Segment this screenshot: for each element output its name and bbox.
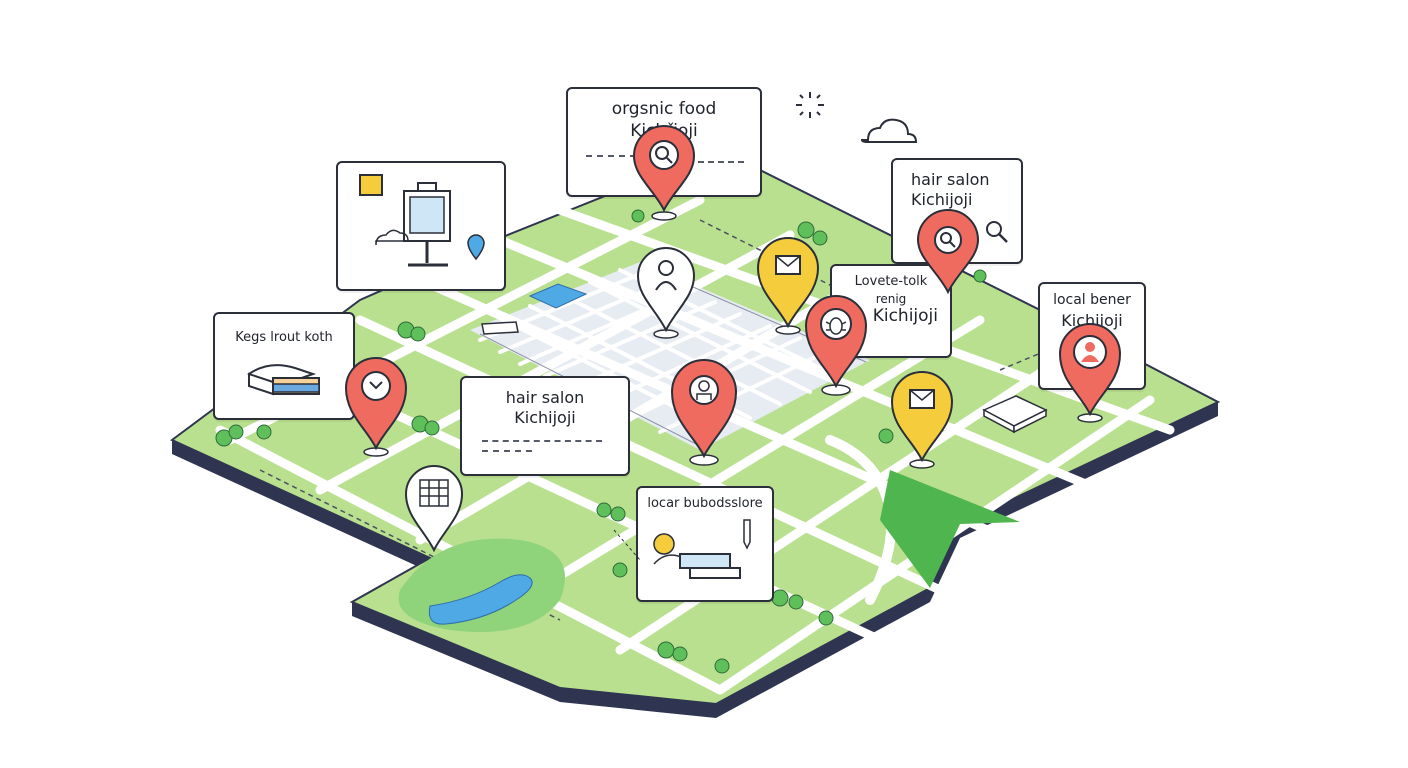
downtown-grid (470, 262, 870, 450)
divider (586, 155, 636, 157)
building-block (481, 321, 1048, 434)
card-local-barber[interactable]: local bener Kichijoji (1038, 282, 1146, 390)
card-subtitle: Kichijoji (514, 408, 576, 427)
magnifier-icon (986, 221, 1008, 243)
divider (482, 450, 532, 452)
divider (482, 440, 602, 442)
pond (528, 283, 588, 309)
lake-water (428, 574, 533, 625)
card-title: orgsnic food (611, 99, 717, 119)
divider (698, 161, 744, 163)
dark-green-lot (880, 470, 1020, 588)
card-title: hair salon (911, 170, 990, 189)
map-base-edge (172, 402, 1218, 718)
sparkle-icon (796, 92, 824, 118)
card-subtitle: Kichřjoji (630, 121, 698, 141)
card-title: hair salon (505, 388, 585, 407)
card-subtitle: Kichijoji (1061, 311, 1123, 330)
bookstore-icon (653, 519, 751, 579)
card-title: Lovete-tolk (854, 274, 928, 289)
card-subtitle: renig (875, 292, 907, 306)
card-title: Kegs lrout koth (235, 330, 333, 345)
card-hair-salon-center[interactable]: hair salon Kichijoji (460, 376, 630, 476)
card-kiosk-illustration (336, 161, 506, 291)
book-stack-icon (247, 364, 320, 396)
card-subtitle: Kichijoji (911, 190, 973, 209)
card-organic-food[interactable]: orgsnic food Kichřjoji (566, 87, 762, 197)
card-title: local bener (1053, 292, 1131, 308)
card-title: locar bubodsslore (647, 496, 763, 511)
card-local-bookstore[interactable]: locar bubodsslore (636, 486, 774, 602)
card-hair-salon-right[interactable]: hair salon Kichijoji (891, 158, 1023, 264)
card-lovete-tolk[interactable]: Lovete-tolk renig Kichijoji (830, 264, 952, 358)
card-location: Kichijoji (872, 306, 938, 326)
kiosk-icon (359, 174, 485, 267)
cloud-icon (860, 118, 918, 143)
card-books[interactable]: Kegs lrout koth (213, 312, 355, 420)
